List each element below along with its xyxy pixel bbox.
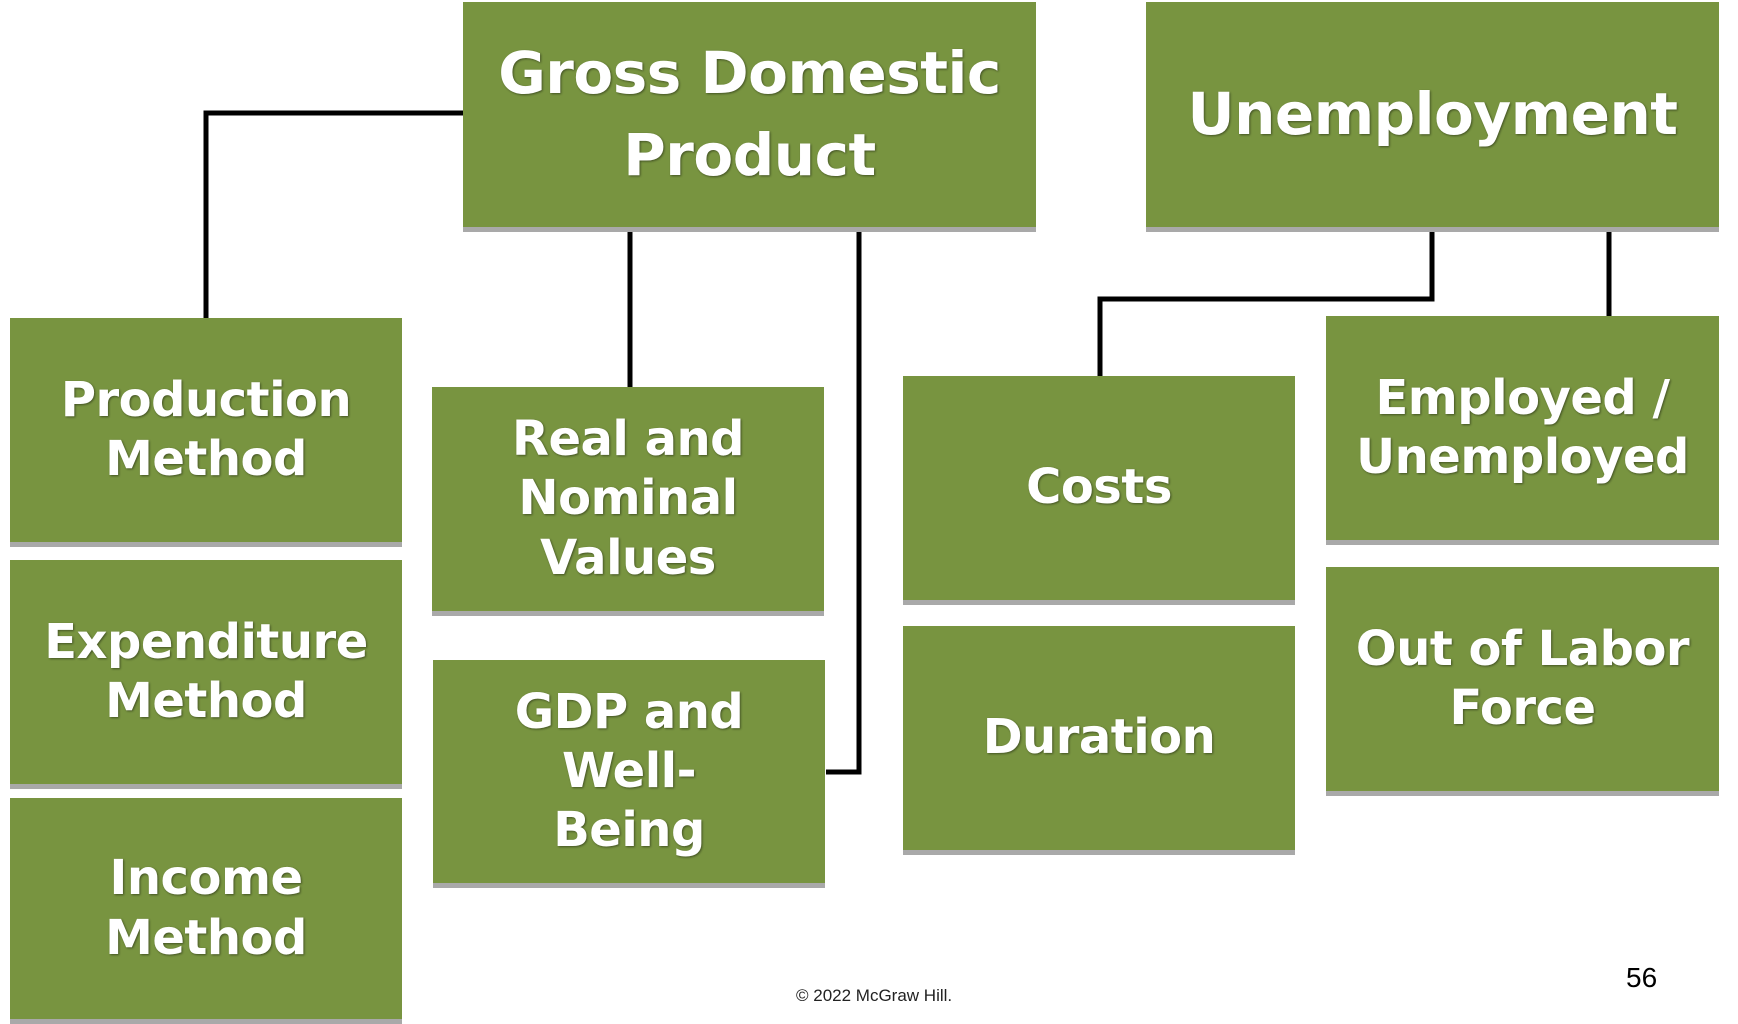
production-label-line-1: Production: [60, 371, 352, 428]
page-number: 56: [1626, 962, 1658, 993]
production-method-box: Production Method: [10, 318, 402, 547]
connector-gdp-production: [203, 110, 463, 320]
real-nominal-label-line-3: Values: [540, 529, 716, 586]
costs-label: Costs: [1026, 459, 1172, 516]
out-of-labor-force-box: Out of Labor Force: [1326, 567, 1719, 796]
gdp-box: Gross Domestic Product: [463, 2, 1036, 232]
wellbeing-label-line-2: Being: [553, 802, 705, 859]
costs-box: Costs: [903, 376, 1295, 605]
real-nominal-values-box: Real and Nominal Values: [432, 387, 824, 616]
connector-gdp-wellbeing: [826, 230, 862, 775]
production-label-line-2: Method: [105, 431, 307, 487]
gdp-label-line-1: Gross Domestic: [498, 39, 1001, 108]
duration-label: Duration: [982, 709, 1216, 766]
unemployment-box: Unemployment: [1146, 2, 1719, 232]
wellbeing-label-line-1: GDP and Well-: [514, 683, 744, 799]
gdp-label-line-2: Product: [623, 120, 876, 189]
real-nominal-label-line-1: Real and: [512, 411, 745, 468]
income-label-line-1: Income: [109, 850, 303, 907]
employed-label-line-1: Employed /: [1375, 369, 1670, 426]
duration-box: Duration: [903, 626, 1295, 855]
unemployment-label: Unemployment: [1187, 79, 1678, 148]
expenditure-label-line-2: Method: [105, 673, 307, 729]
expenditure-method-box: Expenditure Method: [10, 560, 402, 789]
out-of-labor-label-line-1: Out of Labor: [1355, 620, 1690, 677]
real-nominal-label-line-2: Nominal: [518, 470, 738, 527]
income-label-line-2: Method: [105, 909, 307, 966]
copyright-notice: © 2022 McGraw Hill.: [796, 986, 953, 1005]
employed-unemployed-box: Employed / Unemployed: [1326, 316, 1719, 545]
out-of-labor-label-line-2: Force: [1449, 680, 1597, 736]
income-method-box: Income Method: [10, 798, 402, 1024]
employed-label-line-2: Unemployed: [1356, 429, 1689, 485]
gdp-wellbeing-box: GDP and Well- Being: [433, 660, 825, 888]
expenditure-label-line-1: Expenditure: [44, 613, 368, 670]
